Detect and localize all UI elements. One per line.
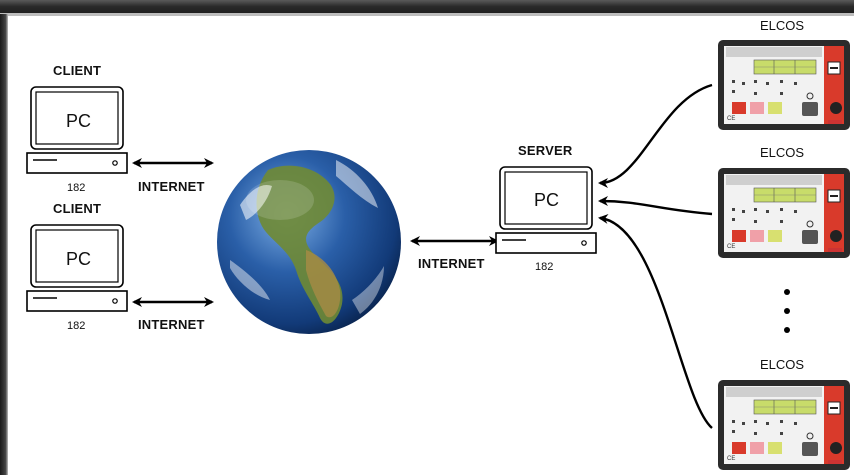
device-2-link [598,196,713,216]
client-1-link-label: INTERNET [138,179,205,194]
elcos-device-3-label: ELCOS [760,357,805,372]
client-1-title: CLIENT [53,63,102,78]
client-2-screen-text: PC [66,249,92,269]
elcos-device-1-label: ELCOS [760,18,805,33]
more-devices-ellipsis [784,289,790,333]
server-screen-text: PC [534,190,560,210]
elcos-device-1 [717,39,851,131]
client-1-number: 182 [67,182,86,194]
elcos-device-2 [717,167,851,259]
window-frame-left [0,14,8,475]
client-2-link-label: INTERNET [138,317,205,332]
client-2-number: 182 [67,320,86,332]
client-2-title: CLIENT [53,201,102,216]
client-1-screen-text: PC [66,111,92,131]
earth-globe-image [217,150,401,334]
device-1-link [598,83,713,188]
server-number: 182 [535,261,554,273]
server-link-label: INTERNET [418,256,485,271]
elcos-device-2-label: ELCOS [760,145,805,160]
elcos-device-3 [717,379,851,471]
server-title: SERVER [518,143,573,158]
device-3-link [598,213,713,429]
window-frame-top [0,0,854,16]
